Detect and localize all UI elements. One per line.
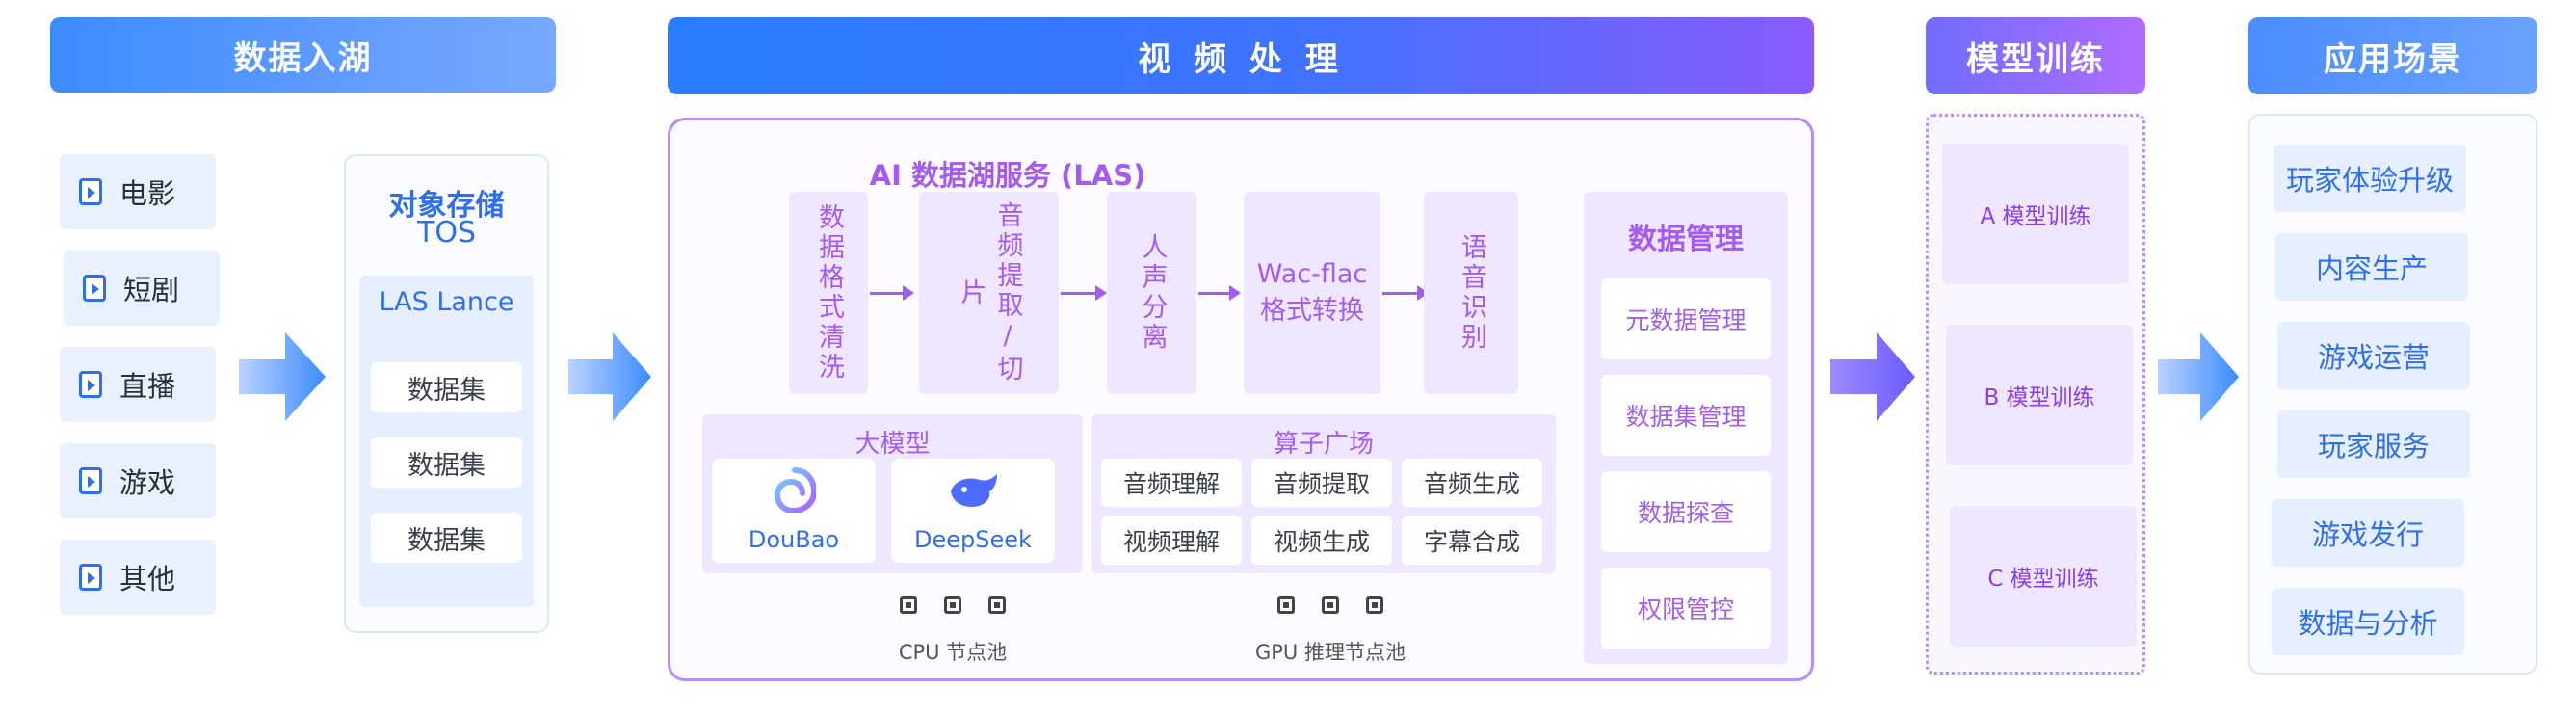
operator-chip: 视频理解 <box>1101 516 1242 565</box>
source-item-movie: 电影 <box>60 154 216 229</box>
flow-arrow-icon <box>2158 332 2239 421</box>
operator-square-title: 算子广场 <box>1273 430 1374 459</box>
operator-square-group: 算子广场 音频理解 音频提取 音频生成 视频理解 视频生成 字幕合成 <box>1091 414 1556 573</box>
las-lance-container: LAS Lance 数据集 数据集 数据集 <box>359 276 534 607</box>
dataset-chip: 数据集 <box>371 513 522 563</box>
header-video-processing: 视 频 处 理 <box>668 17 1814 94</box>
step-arrow-icon <box>1198 285 1241 301</box>
flow-arrow-icon <box>239 332 326 421</box>
header-applications: 应用场景 <box>2248 17 2537 94</box>
app-item: 游戏运营 <box>2277 322 2470 389</box>
flow-arrow-icon <box>1830 332 1915 421</box>
app-item: 玩家服务 <box>2277 410 2470 478</box>
cpu-chip-icon <box>988 596 1006 614</box>
source-label: 短剧 <box>123 274 180 306</box>
dm-item-access-control: 权限管控 <box>1601 568 1771 649</box>
model-name: DouBao <box>748 526 840 553</box>
source-label: 电影 <box>119 177 176 210</box>
play-file-icon <box>79 564 102 591</box>
step-audio-extract: 音频提取/切片 <box>919 192 1059 394</box>
training-card-c: C 模型训练 <box>1950 506 2137 647</box>
cpu-chip-icon <box>900 596 917 614</box>
dataset-chip: 数据集 <box>371 362 522 412</box>
model-training-panel: A 模型训练 B 模型训练 C 模型训练 <box>1926 114 2145 675</box>
step-format-convert: Wac-flac格式转换 <box>1244 192 1380 394</box>
operator-chip: 音频提取 <box>1251 459 1392 507</box>
operator-chip: 字幕合成 <box>1402 516 1542 565</box>
model-card-deepseek: DeepSeek <box>891 459 1055 563</box>
step-arrow-icon <box>870 285 914 301</box>
source-item-live: 直播 <box>60 347 216 422</box>
big-model-title: 大模型 <box>854 430 931 459</box>
step-vocal-separation: 人声分离 <box>1107 192 1196 394</box>
app-item: 数据与分析 <box>2272 588 2464 655</box>
gpu-icons <box>1277 596 1383 614</box>
step-arrow-icon <box>1382 285 1429 301</box>
dm-item-exploration: 数据探查 <box>1601 471 1771 552</box>
las-lance-label: LAS Lance <box>379 287 514 317</box>
source-item-short-drama: 短剧 <box>64 251 220 326</box>
gpu-pool-label: GPU 推理节点池 <box>1255 641 1406 664</box>
step-speech-recognition: 语音识别 <box>1424 192 1518 394</box>
step-data-cleaning: 数据格式清洗 <box>789 192 868 394</box>
las-title: AI 数据湖服务 (LAS) <box>869 159 1146 192</box>
source-label: 其他 <box>119 563 176 596</box>
source-label: 游戏 <box>119 466 176 499</box>
source-item-other: 其他 <box>60 540 216 615</box>
dataset-chip: 数据集 <box>371 437 522 488</box>
operator-chip: 视频生成 <box>1251 516 1392 565</box>
app-item: 内容生产 <box>2275 233 2468 301</box>
cpu-chip-icon <box>944 596 961 614</box>
gpu-chip-icon <box>1322 596 1339 614</box>
training-card-a: A 模型训练 <box>1942 144 2129 284</box>
header-data-ingest: 数据入湖 <box>50 17 556 93</box>
storage-title: 对象存储 <box>388 189 505 223</box>
dm-item-metadata: 元数据管理 <box>1601 278 1771 359</box>
data-management-title: 数据管理 <box>1628 223 1744 256</box>
header-model-training: 模型训练 <box>1926 17 2145 94</box>
source-item-game: 游戏 <box>60 443 216 518</box>
cpu-pool-label: CPU 节点池 <box>898 641 1008 664</box>
play-file-icon <box>79 467 102 494</box>
play-file-icon <box>79 371 102 398</box>
dm-item-dataset: 数据集管理 <box>1601 375 1771 456</box>
app-item: 游戏发行 <box>2272 499 2464 567</box>
big-model-group: 大模型 DouBao DeepSeek <box>702 414 1083 573</box>
model-name: DeepSeek <box>914 526 1032 553</box>
play-file-icon <box>83 275 106 302</box>
storage-subtitle: TOS <box>417 216 476 250</box>
step-arrow-icon <box>1061 285 1107 301</box>
operator-chip: 音频生成 <box>1402 459 1542 507</box>
flow-arrow-icon <box>568 332 651 421</box>
gpu-chip-icon <box>1366 596 1383 614</box>
gpu-chip-icon <box>1277 596 1295 614</box>
source-label: 直播 <box>119 370 176 403</box>
app-item: 玩家体验升级 <box>2274 145 2466 212</box>
training-card-b: B 模型训练 <box>1946 325 2133 465</box>
model-card-doubao: DouBao <box>712 459 876 563</box>
las-service-box: AI 数据湖服务 (LAS) 数据格式清洗 音频提取/切片 人声分离 Wac-f… <box>668 118 1814 681</box>
operator-chip: 音频理解 <box>1101 459 1242 507</box>
cpu-icons <box>900 596 1006 614</box>
object-storage-panel: 对象存储 TOS LAS Lance 数据集 数据集 数据集 <box>344 154 549 633</box>
data-management-panel: 数据管理 元数据管理 数据集管理 数据探查 权限管控 <box>1584 192 1788 664</box>
deepseek-whale-icon <box>951 474 997 507</box>
applications-panel: 玩家体验升级 内容生产 游戏运营 玩家服务 游戏发行 数据与分析 <box>2248 114 2537 675</box>
play-file-icon <box>79 178 102 205</box>
doubao-logo-icon <box>774 467 816 513</box>
